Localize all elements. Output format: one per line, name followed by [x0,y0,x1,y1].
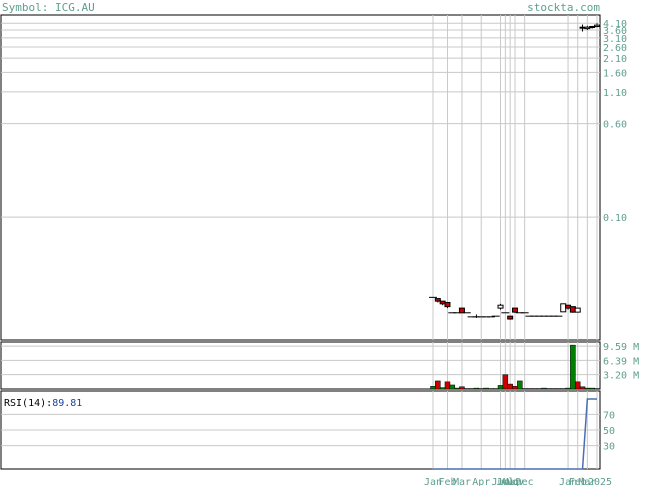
volume-tick-label: 9.59 M [603,342,639,353]
volume-bar [584,387,591,390]
price-tick-label: 1.10 [603,88,627,99]
volume-bar [444,381,451,390]
candle-body [507,315,514,320]
volume-bar [541,387,547,390]
rsi-last-value: 89.81 [52,398,82,409]
x-tick-label: Aug [501,477,519,486]
x-tick-label: Mar [578,477,596,486]
price-tick-label: 3.10 [603,34,627,45]
x-tick-label: Apr [472,477,490,486]
candle-body [594,24,600,28]
x-tick-label: Jul [496,477,514,486]
x-tick-label: Dec [516,477,534,486]
volume-bar [483,387,489,390]
price-tick-label: 0.60 [603,120,627,131]
site-name: stockta.com [527,1,600,14]
x-tick-label: Nov [506,477,524,486]
volume-bar [517,380,523,390]
volume-panel [430,344,600,390]
volume-bar [574,381,581,390]
symbol-label: Symbol: ICG.AU [2,1,95,14]
volume-bar [435,380,441,390]
candle-body [589,26,596,29]
x-tick-label: Feb [438,477,456,486]
candle-body [579,26,586,29]
rsi-line [433,398,597,470]
price-panel [429,23,600,320]
candle-body [584,26,591,30]
candle-body [512,307,518,313]
rsi-tick-label: 30 [603,442,615,453]
rsi-tick-label: 50 [603,426,615,437]
rsi-panel [433,398,597,470]
x-tick-label: Jun [492,477,510,486]
candle-body [444,301,451,308]
candle-body [560,303,567,313]
price-tick-label: 2.60 [603,43,627,54]
candle-body [569,306,576,313]
volume-bar [459,386,465,390]
price-tick-label: 1.60 [603,68,627,79]
volume-bar [449,384,456,390]
price-tick-label: 2.10 [603,54,627,65]
volume-bar [565,387,571,390]
x-tick-label: Jan [424,477,442,486]
symbol-value: ICG.AU [54,1,95,14]
volume-bar [430,386,436,390]
price-tick-label: 3.60 [603,26,627,37]
candle-body [434,298,441,302]
volume-bar [512,386,518,390]
candle-body [574,307,581,313]
volume-bar [589,387,595,390]
chart-grid: 4.103.603.102.602.10 1.60 1.10 0.60 0.10 9.59… [1,15,639,469]
rsi-label: RSI(14):89.81 [4,398,82,409]
volume-tick-label: 6.39 M [603,356,639,367]
volume-bar [507,383,513,390]
price-tick-label: 4.10 [603,19,627,30]
volume-bar [454,387,460,390]
volume-bar [502,374,509,390]
volume-bar [579,386,586,390]
rsi-tick-label: 70 [603,410,615,421]
candle-body [458,307,465,314]
price-tick-label: 0.10 [603,213,627,224]
x-tick-label: 2025 [588,477,612,486]
volume-bar [439,387,446,390]
volume-bar [497,385,504,390]
volume-bar [570,344,576,390]
candle-body [565,304,572,309]
volume-bar [473,387,480,390]
volume-tick-label: 3.20 M [603,371,639,382]
x-tick-label: Mar [453,477,471,486]
candle-body [497,304,504,309]
rsi-name: RSI(14) [4,398,46,409]
x-tick-label: Jan [559,477,577,486]
candle-body [439,300,446,305]
x-tick-label: Feb [569,477,587,486]
